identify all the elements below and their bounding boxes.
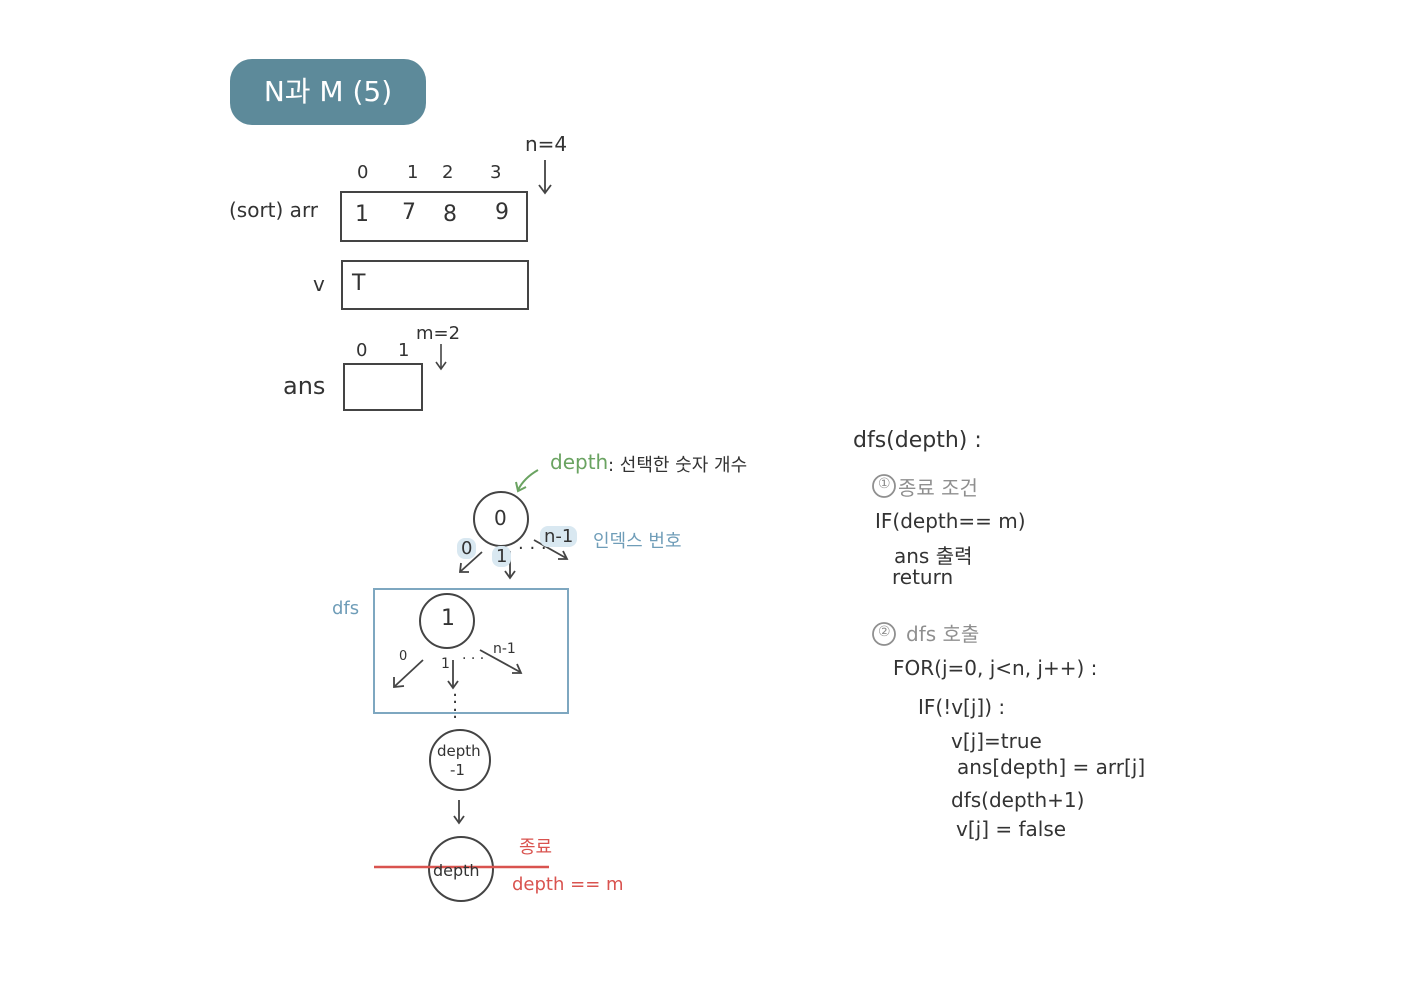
arr-value-0: 1 — [355, 202, 369, 227]
section2-title: dfs 호출 — [906, 622, 980, 646]
ans-index-1: 1 — [398, 340, 410, 361]
v-value: T — [352, 271, 366, 296]
arr-index-2: 2 — [442, 162, 454, 183]
v-box — [341, 260, 529, 310]
code-return-line: return — [892, 565, 954, 589]
arr-index-1: 1 — [407, 162, 419, 183]
code-if2-line: IF(!v[j]) : — [918, 695, 1006, 719]
depth-note-word: depth — [550, 450, 609, 474]
edge-second-label: 1 — [492, 546, 512, 567]
arr-value-3: 9 — [495, 200, 509, 225]
arr-box — [340, 191, 528, 242]
depth-note-rest: : 선택한 숫자 개수 — [608, 455, 748, 476]
v-label: v — [313, 272, 325, 296]
root-node-label: 0 — [494, 506, 507, 530]
arr-label: (sort) arr — [229, 198, 319, 222]
code-recurse: dfs(depth+1) — [951, 788, 1085, 812]
m-note: m=2 — [416, 323, 461, 344]
arr-value-2: 8 — [443, 202, 457, 227]
level1-edge-last: n-1 — [493, 641, 516, 657]
end-label: 종료 — [519, 837, 553, 858]
vertical-dots-top: : — [452, 687, 459, 708]
index-note: 인덱스 번호 — [593, 531, 682, 552]
level1-node-label: 1 — [441, 606, 455, 631]
end-condition: depth == m — [512, 874, 624, 895]
depth-minus-node-bottom: -1 — [450, 761, 465, 779]
arr-index-0: 0 — [357, 162, 369, 183]
code-set-false: v[j] = false — [956, 817, 1067, 841]
edge-last-label: n-1 — [540, 526, 578, 547]
edge-first-label: 0 — [457, 538, 477, 559]
n-note: n=4 — [525, 132, 568, 156]
section1-title: 종료 조건 — [898, 476, 978, 500]
ans-box — [343, 363, 423, 411]
vertical-dots-bottom: : — [452, 702, 459, 723]
dfs-box-label: dfs — [332, 598, 360, 619]
title-badge: N과 M (5) — [230, 59, 426, 125]
code-for-line: FOR(j=0, j<n, j++) : — [893, 656, 1098, 680]
section2-number: ② — [878, 624, 891, 640]
code-print-line: ans 출력 — [894, 544, 973, 568]
depth-minus-node-top: depth — [437, 742, 481, 760]
level1-edge-second: 1 — [441, 656, 450, 672]
level1-edge-dots: · · · — [462, 651, 485, 667]
code-assign-ans: ans[depth] = arr[j] — [957, 755, 1146, 779]
edge-dots: · · · — [518, 538, 547, 559]
code-if-line: IF(depth== m) — [875, 509, 1026, 533]
arr-index-3: 3 — [490, 162, 502, 183]
code-signature: dfs(depth) : — [853, 428, 982, 453]
ans-index-0: 0 — [356, 340, 368, 361]
section1-number: ① — [878, 476, 891, 492]
page-title: N과 M (5) — [263, 75, 393, 108]
level1-edge-first: 0 — [399, 649, 408, 664]
code-set-true: v[j]=true — [951, 729, 1042, 753]
arr-value-1: 7 — [402, 200, 416, 225]
ans-label: ans — [283, 372, 326, 400]
depth-node-label: depth — [433, 861, 480, 880]
